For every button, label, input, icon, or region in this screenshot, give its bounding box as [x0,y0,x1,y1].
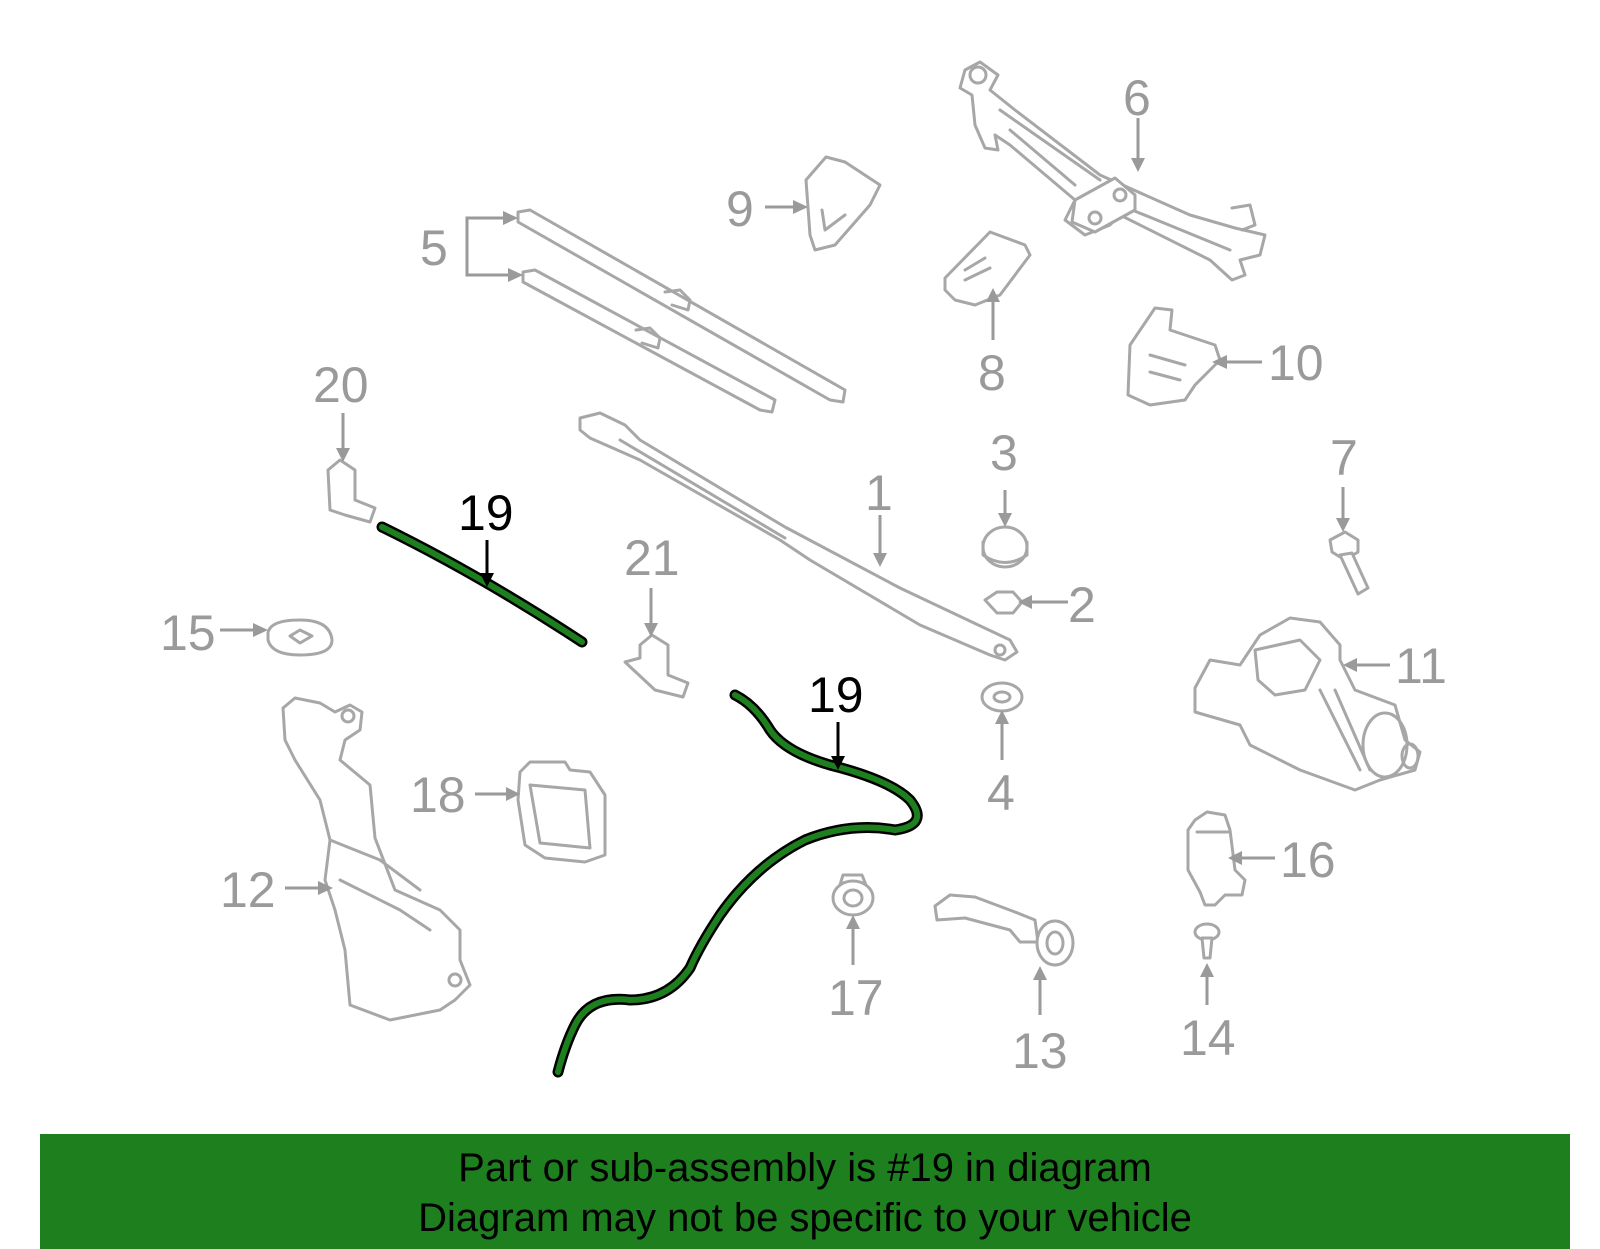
callout-21: 21 [624,530,680,586]
callout-2: 2 [1068,577,1096,633]
part-8-bracket[interactable] [943,230,1032,307]
banner-line-disclaimer: Diagram may not be specific to your vehi… [418,1196,1192,1240]
callout-14: 14 [1180,1010,1236,1066]
arrow-19b [831,756,845,770]
arrow-5b [508,268,523,282]
part-13-connector[interactable] [933,893,1075,967]
callout-5: 5 [420,220,448,276]
arrow-14 [1200,963,1214,977]
arrow-4 [995,710,1009,724]
arrow-5a [503,211,518,225]
callout-16: 16 [1280,832,1336,888]
arrow-10 [1212,355,1227,369]
arrow-6 [1131,158,1145,172]
arrow-3 [998,513,1012,527]
part-20-nozzle[interactable] [326,458,377,524]
callout-6: 6 [1123,70,1151,126]
arrow-1 [873,553,887,567]
part-18-sensor[interactable] [516,760,607,864]
arrow-7 [1336,518,1350,532]
arrow-12 [318,881,333,895]
part-7-bolt[interactable] [1328,530,1370,596]
arrow-18 [506,787,520,801]
arrow-15 [253,623,268,637]
arrow-13 [1033,966,1047,980]
callout-19b: 19 [808,667,864,723]
arrow-21 [644,623,658,637]
part-16-pump[interactable] [1186,810,1247,907]
part-6-wiper-linkage[interactable] [958,60,1267,282]
part-2-nut[interactable] [983,590,1024,615]
leader-5 [465,216,510,277]
callout-3: 3 [990,425,1018,481]
callout-12: 12 [220,862,276,918]
arrow-2 [1018,595,1032,609]
banner-line-part: Part or sub-assembly is #19 in diagram [458,1146,1152,1190]
arrow-8 [986,288,1000,302]
callout-15: 15 [160,605,216,661]
part-15-cap[interactable] [266,618,334,657]
part-11-wiper-motor[interactable] [1193,616,1422,792]
callout-11: 11 [1395,638,1447,694]
arrow-11 [1343,658,1357,672]
part-9-cover[interactable] [804,155,882,252]
callout-9: 9 [726,181,754,237]
part-19-hose-lower[interactable] [552,689,923,1078]
callout-17: 17 [828,970,884,1026]
callout-4: 4 [987,765,1015,821]
callout-10: 10 [1268,335,1324,391]
callout-1: 1 [865,465,893,521]
part-3-cap[interactable] [981,525,1029,569]
arrow-20 [336,448,350,462]
part-14-screw[interactable] [1193,922,1221,960]
callout-8: 8 [978,345,1006,401]
arrow-9 [793,200,808,214]
callout-20: 20 [313,357,369,413]
part-10-bracket[interactable] [1126,306,1222,407]
part-5-wiper-blades[interactable] [516,208,847,414]
part-21-nozzle[interactable] [623,633,690,699]
part-1-wiper-arm[interactable] [578,411,1019,662]
callout-13: 13 [1012,1023,1068,1079]
part-12-reservoir[interactable] [281,696,472,1022]
callout-18: 18 [410,767,466,823]
part-4-washer[interactable] [980,681,1024,713]
part-17-grommet[interactable] [831,873,875,917]
arrow-19a [480,573,494,587]
arrow-16 [1228,851,1242,865]
callout-19a: 19 [458,485,514,541]
part-19-hose-upper[interactable] [376,521,588,648]
callout-7: 7 [1330,430,1358,486]
arrow-17 [846,915,860,929]
info-banner: Part or sub-assembly is #19 in diagram D… [40,1134,1570,1249]
